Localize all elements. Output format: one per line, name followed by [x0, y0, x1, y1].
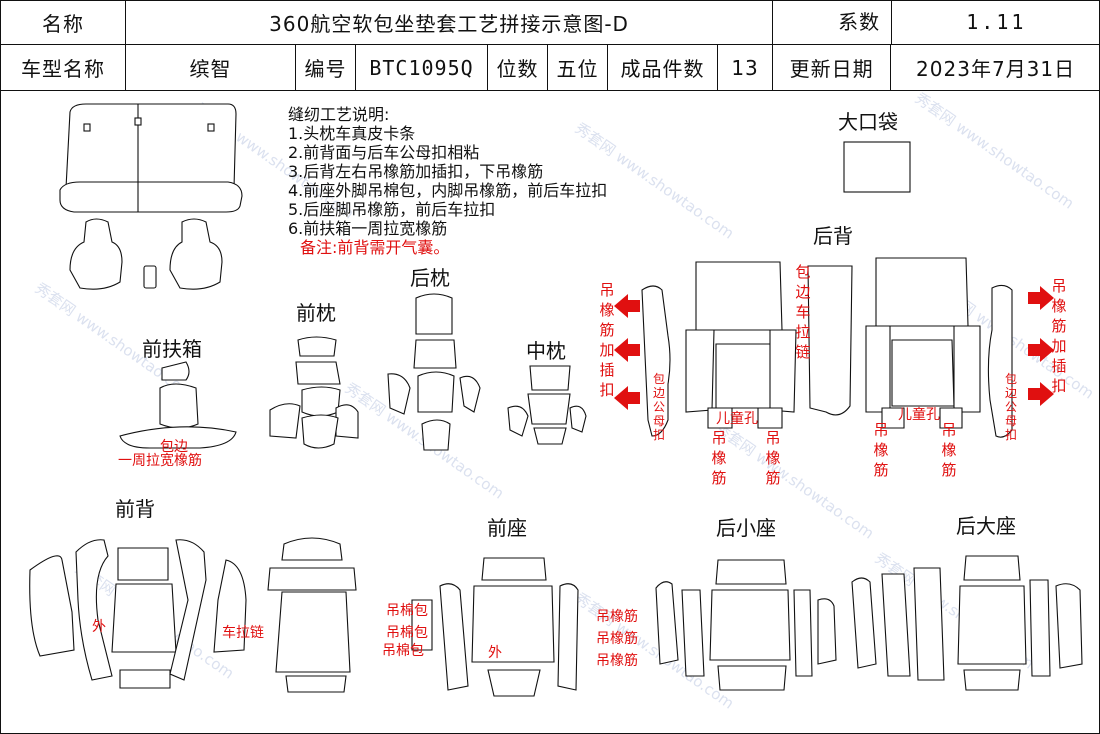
annotation-hang-elastic: 吊橡筋 [873, 421, 889, 479]
label-rear-headrest: 后枕 [410, 266, 450, 290]
notes-line: 2.前背面与后车公母扣相粘 [288, 143, 480, 162]
header-table: 名称 360航空软包坐垫套工艺拼接示意图-D 系数 1.11 车型名称 缤智 编… [0, 0, 1100, 91]
rear-back-left-pieces [641, 261, 853, 437]
seat-overview-front [69, 218, 223, 290]
label-big-pocket: 大口袋 [838, 110, 898, 134]
annotation-cotton-pack: 吊棉包 [386, 625, 428, 641]
notes-remark: 备注:前背需开气囊。 [300, 238, 450, 257]
label-rear-back: 后背 [813, 224, 853, 248]
rear-back-right-pieces [865, 257, 1013, 438]
update-label: 更新日期 [772, 44, 892, 91]
annotation-outer: 外 [488, 645, 502, 661]
annotation-cotton-pack: 吊棉包 [386, 603, 428, 619]
label-rear-small-seat: 后小座 [716, 516, 776, 540]
notes-line: 4.前座外脚吊棉包，内脚吊橡筋，前后车拉扣 [288, 181, 608, 200]
code-value: BTC1095Q [355, 44, 488, 91]
rear-small-seat-pieces [655, 559, 837, 691]
seats-value: 五位 [547, 44, 608, 91]
page-title: 360航空软包坐垫套工艺拼接示意图-D [124, 0, 774, 45]
pocket-piece [843, 141, 911, 193]
annotation-zip: 车拉链 [222, 625, 264, 641]
annotation-child-hole-left: 儿童孔 [716, 411, 758, 427]
label-front-back: 前背 [115, 497, 155, 521]
notes-line: 5.后座脚吊橡筋，前后车拉扣 [288, 200, 496, 219]
annotation-hang-elastic: 吊橡筋 [711, 429, 727, 487]
rear-headrest-pieces [387, 293, 481, 451]
front-seat-pieces [411, 557, 579, 697]
annotation-hang-elastic-insert-left: 吊橡筋加插扣 [599, 281, 615, 399]
notes-line: 3.后背左右吊橡筋加插扣，下吊橡筋 [288, 162, 544, 181]
notes-title: 缝纫工艺说明: [288, 105, 390, 124]
annotation-hang-elastic-insert-right: 吊橡筋加插扣 [1051, 277, 1067, 395]
pieces-value: 13 [716, 44, 774, 91]
armrest-pieces [119, 361, 237, 449]
annotation-outer: 外 [92, 619, 106, 635]
annotation-elastic: 吊橡筋 [596, 609, 638, 625]
seat-overview-rear [59, 103, 243, 213]
annotation-hang-elastic: 吊橡筋 [941, 421, 957, 479]
coef-value: 1.11 [966, 10, 1027, 34]
label-front-seat: 前座 [487, 516, 527, 540]
annotation-child-hole-right: 儿童孔 [898, 407, 940, 423]
model-value: 缤智 [125, 44, 296, 91]
pieces-label: 成品件数 [607, 44, 718, 91]
notes-line: 6.前扶箱一周拉宽橡筋 [288, 219, 448, 238]
front-back-center-pieces [267, 537, 357, 693]
annotation-elastic: 吊橡筋 [596, 631, 638, 647]
annotation-armrest-elastic: 一周拉宽橡筋 [118, 453, 202, 469]
front-back-pieces [29, 539, 247, 689]
label-front-headrest: 前枕 [296, 301, 336, 325]
annotation-cotton-pack: 吊棉包 [382, 643, 424, 659]
arrow-icons [614, 286, 1054, 410]
code-label: 编号 [295, 44, 356, 91]
annotation-armrest-edge: 包边 [160, 439, 188, 455]
rear-big-seat-pieces [851, 555, 1083, 691]
notes-line: 1.头枕车真皮卡条 [288, 124, 416, 143]
annotation-hang-elastic: 吊橡筋 [765, 429, 781, 487]
annotation-edge-zip: 包边车拉链 [795, 263, 811, 361]
label-front-armrest: 前扶箱 [142, 337, 202, 361]
annotation-elastic: 吊橡筋 [596, 653, 638, 669]
update-value: 2023年7月31日 [890, 44, 1100, 91]
sewing-notes: 缝纫工艺说明: 1.头枕车真皮卡条 2.前背面与后车公母扣相粘 3.后背左右吊橡… [288, 105, 607, 257]
coef-label: 系数 [774, 1, 893, 44]
seats-label: 位数 [487, 44, 548, 91]
mid-headrest-pieces [507, 365, 587, 445]
annotation-edge-female-left: 包边公母扣 [652, 372, 665, 442]
label-mid-headrest: 中枕 [526, 339, 566, 363]
model-label: 车型名称 [0, 44, 126, 91]
front-headrest-pieces [269, 336, 359, 449]
annotation-edge-female-right: 包边公母扣 [1004, 372, 1017, 442]
label-rear-big-seat: 后大座 [956, 514, 1016, 538]
